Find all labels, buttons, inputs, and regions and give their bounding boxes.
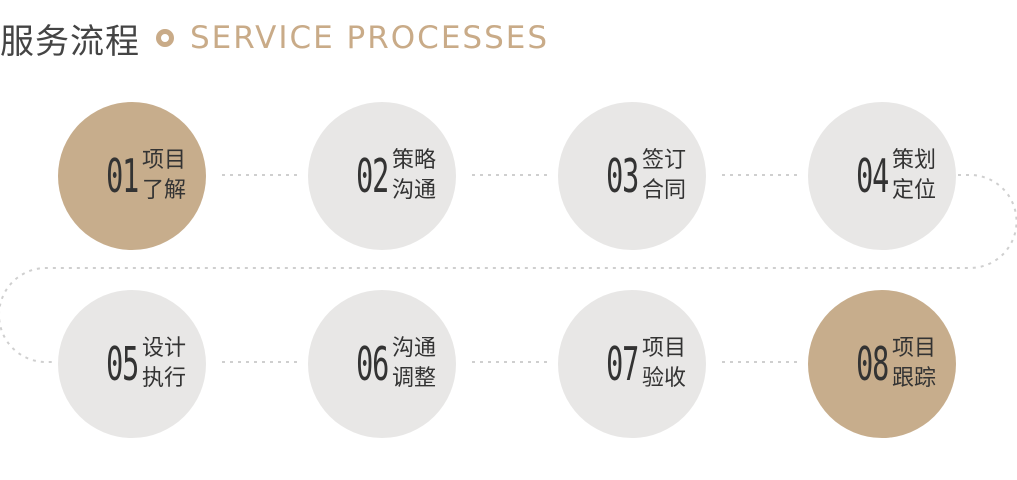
step-label-line2: 验收	[641, 366, 686, 391]
step-label-line2: 沟通	[391, 178, 436, 203]
step-label-line1: 沟通	[391, 336, 436, 361]
step-number: 03	[606, 149, 639, 203]
step-label: 项目 了解	[142, 146, 186, 206]
step-07: 07 项目 验收	[558, 290, 706, 438]
step-number: 07	[606, 337, 639, 391]
step-number: 05	[106, 337, 139, 391]
step-label-line2: 了解	[141, 178, 186, 203]
step-02: 02 策略 沟通	[308, 102, 456, 250]
step-number: 02	[356, 149, 389, 203]
step-label-line1: 项目	[141, 148, 186, 173]
step-label: 沟通 调整	[392, 334, 436, 394]
step-label: 签订 合同	[642, 146, 686, 206]
step-number: 08	[856, 337, 889, 391]
ring-icon	[156, 29, 174, 47]
connector-4-5	[0, 174, 1017, 363]
step-08: 08 项目 跟踪	[808, 290, 956, 438]
step-label-line2: 合同	[641, 178, 686, 203]
step-03: 03 签订 合同	[558, 102, 706, 250]
section-header: 服务流程 SERVICE PROCESSES	[0, 14, 549, 62]
step-label-line1: 项目	[891, 336, 936, 361]
step-label-line1: 设计	[141, 336, 186, 361]
step-label-line1: 策划	[891, 148, 936, 173]
step-label-line1: 策略	[391, 148, 436, 173]
step-label-line2: 定位	[891, 178, 936, 203]
step-label: 策略 沟通	[392, 146, 436, 206]
step-05: 05 设计 执行	[58, 290, 206, 438]
title-en: SERVICE PROCESSES	[190, 20, 550, 56]
step-number: 04	[856, 149, 889, 203]
step-number: 06	[356, 337, 389, 391]
step-01: 01 项目 了解	[58, 102, 206, 250]
step-label-line2: 执行	[141, 366, 186, 391]
step-label: 策划 定位	[892, 146, 936, 206]
step-label-line1: 签订	[641, 148, 686, 173]
step-label-line2: 调整	[391, 366, 436, 391]
step-label: 项目 跟踪	[892, 334, 936, 394]
title-cn: 服务流程	[0, 21, 140, 62]
step-number: 01	[106, 149, 139, 203]
step-06: 06 沟通 调整	[308, 290, 456, 438]
step-04: 04 策划 定位	[808, 102, 956, 250]
step-label: 项目 验收	[642, 334, 686, 394]
step-label-line1: 项目	[641, 336, 686, 361]
step-label-line2: 跟踪	[891, 366, 936, 391]
step-label: 设计 执行	[142, 334, 186, 394]
